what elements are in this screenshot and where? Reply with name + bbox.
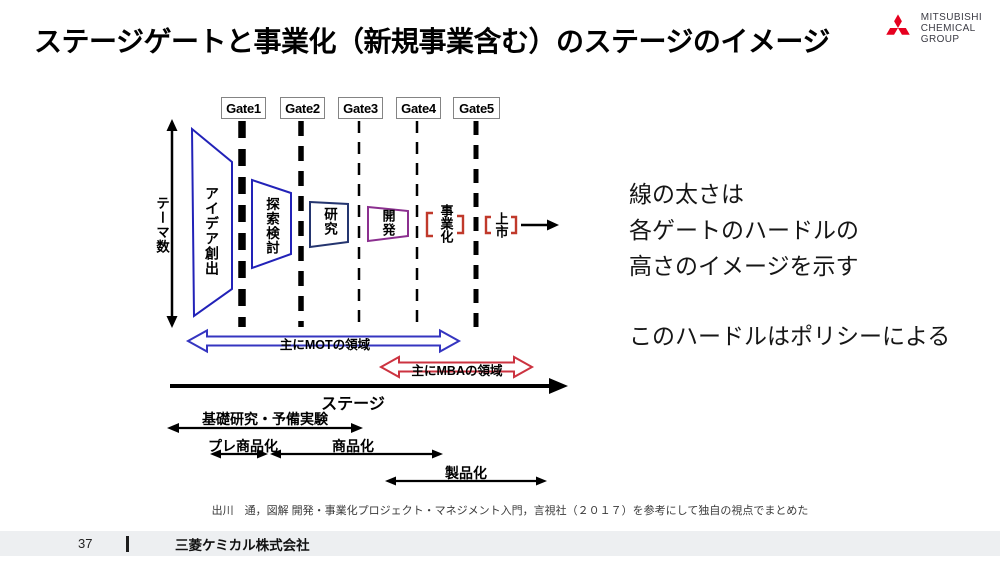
logo-diamond-top (893, 14, 902, 28)
page-number: 37 (78, 536, 93, 551)
phase-label-industrialization: 製品化 (445, 465, 487, 481)
mba-domain-arrow (378, 355, 535, 379)
stage-axis (170, 378, 568, 394)
footer-divider (126, 535, 129, 552)
launch-brackets (484, 215, 518, 235)
annotation-line1: 線の太さは (629, 181, 744, 207)
mitsubishi-three-diamonds-icon (886, 14, 910, 35)
phase-productization-arrow (270, 449, 443, 459)
citation: 出川 通，図解 開発・事業化プロジェクト・マネジメント入門，言視社（２０１７）を… (211, 505, 809, 517)
commercialization-brackets (425, 211, 465, 238)
mba-domain-label: 主にMBAの領域 (411, 364, 503, 378)
stage-label-idea-creation: アイデア創出 (204, 186, 220, 276)
mot-domain-arrow (185, 328, 462, 354)
stage-label-launch: 上市 (493, 212, 509, 238)
phase-label-pre-productization: プレ商品化 (208, 438, 278, 454)
company-name: 三菱ケミカル株式会社 (174, 537, 310, 553)
theme-axis-down-arrowhead (166, 316, 178, 328)
gate4-label: Gate4 (396, 97, 441, 119)
research-shape (309, 200, 349, 249)
exploration-funnel-shape (251, 178, 292, 270)
phase-pre-productization-arrow (210, 449, 268, 459)
logo-diamond-right (897, 28, 910, 35)
idea-funnel-shape (190, 126, 233, 318)
logo-wordmark: MITSUBISHI CHEMICAL GROUP (921, 12, 982, 45)
stage-label-research: 研究 (322, 207, 337, 236)
annotation-line4: このハードルはポリシーによる (629, 323, 951, 349)
stage-label-exploration: 探索検討 (264, 197, 279, 255)
logo-text-line2: CHEMICAL (920, 22, 976, 34)
annotation-line3: 高さのイメージを示す (629, 253, 859, 279)
stage-label-commercialization: 事業化 (438, 204, 454, 243)
gate3-label: Gate3 (338, 97, 383, 119)
gate1-label: Gate1 (221, 97, 266, 119)
page-title: ステージゲートと事業化（新規事業含む）のステージのイメージ (34, 26, 830, 57)
phase-label-productization: 商品化 (332, 438, 374, 454)
logo-diamond-left (886, 28, 898, 35)
annotation-text: 線の太さは 各ゲートのハードルの 高さのイメージを示す このハードルはポリシーに… (629, 176, 950, 354)
stage-axis-label: ステージ (321, 396, 385, 413)
theme-axis-up-arrowhead (166, 119, 178, 131)
gate5-label: Gate5 (453, 97, 500, 119)
launch-exit-arrow (521, 219, 559, 231)
phase-label-basic-research: 基礎研究・予備実験 (202, 411, 328, 427)
development-shape (367, 205, 409, 243)
footer-bar: 37 三菱ケミカル株式会社 (0, 531, 1000, 556)
annotation-line2: 各ゲートのハードルの (629, 217, 859, 243)
mitsubishi-logo: MITSUBISHI CHEMICAL GROUP (881, 10, 982, 46)
phase-basic-research-arrow (167, 423, 363, 433)
gate2-label: Gate2 (280, 97, 325, 119)
mot-domain-label: 主にMOTの領域 (279, 338, 371, 352)
stage-label-development: 開発 (380, 209, 396, 237)
phase-industrialization-arrow (385, 476, 547, 486)
logo-text-line1: MITSUBISHI (920, 11, 982, 23)
theme-count-axis-label: テーマ数 (154, 196, 169, 254)
theme-count-axis (166, 119, 178, 328)
logo-text-line3: GROUP (920, 33, 960, 45)
